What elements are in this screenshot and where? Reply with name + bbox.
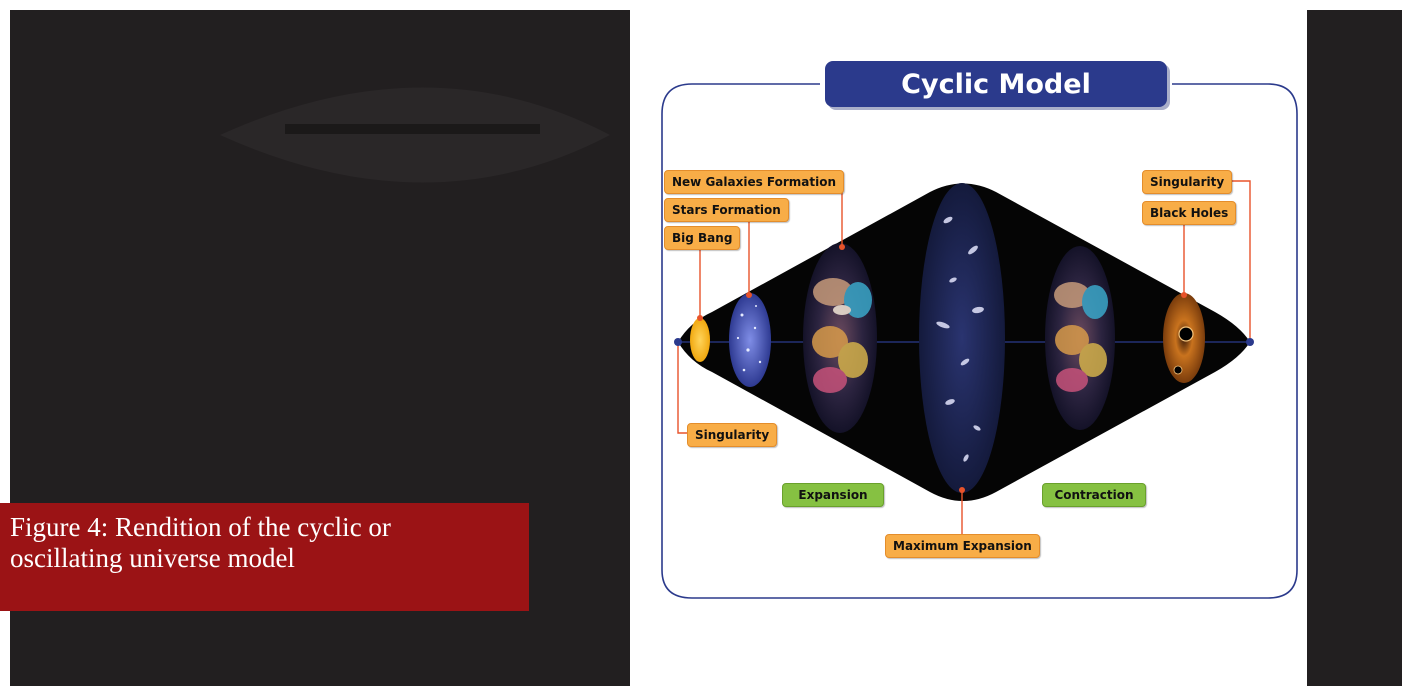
galaxy-clouds-right-icon: [1054, 282, 1108, 392]
watermark-logo: [220, 87, 610, 183]
big-bang-ellipse: [690, 318, 710, 362]
label-expansion: Expansion: [782, 483, 884, 507]
label-singularity-left: Singularity: [687, 423, 778, 447]
label-big-bang: Big Bang: [664, 226, 741, 250]
label-stars-formation: Stars Formation: [664, 198, 789, 222]
label-singularity-right: Singularity: [1142, 170, 1233, 194]
cyclic-model-diagram: Cyclic Model New Galaxies Formation Star…: [630, 10, 1307, 686]
galaxy-specks-icon: [936, 216, 984, 462]
black-hole-icon: [1173, 326, 1194, 375]
galaxy-clouds-left-icon: [812, 278, 872, 393]
label-maximum-expansion: Maximum Expansion: [885, 534, 1040, 558]
left-singularity-dot: [674, 338, 682, 346]
stars-sparkles-icon: [736, 305, 762, 372]
right-singularity-dot: [1246, 338, 1254, 346]
label-black-holes: Black Holes: [1142, 201, 1237, 225]
leader-dots: [697, 244, 1187, 493]
label-contraction: Contraction: [1042, 483, 1146, 507]
diagram-title: Cyclic Model: [825, 61, 1167, 107]
diagram-frame: [661, 83, 1298, 599]
label-new-galaxies: New Galaxies Formation: [664, 170, 845, 194]
figure-caption: Figure 4: Rendition of the cyclic or osc…: [10, 512, 391, 573]
caption-box: [0, 503, 529, 611]
stars-formation-ellipse: [729, 293, 771, 387]
maximum-expansion-ellipse: [919, 183, 1005, 493]
right-dark-strip: [1307, 10, 1402, 686]
